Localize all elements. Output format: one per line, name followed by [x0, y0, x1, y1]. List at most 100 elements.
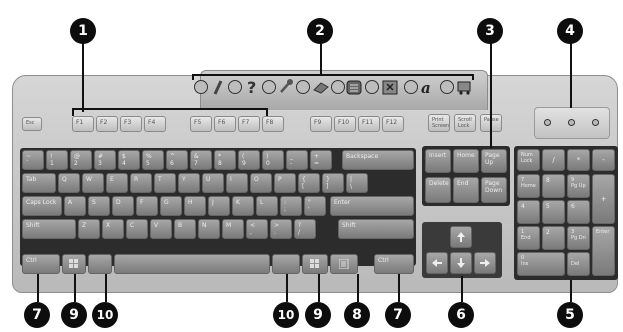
key-f6[interactable]: F6	[214, 116, 236, 132]
windows-logo-icon[interactable]	[302, 254, 328, 274]
key-f11[interactable]: F11	[358, 116, 380, 132]
alphanumeric-key[interactable]: < ,	[246, 219, 268, 239]
key-home[interactable]: Home	[453, 149, 479, 173]
quick-button[interactable]	[331, 80, 345, 94]
alphanumeric-key[interactable]: U	[202, 173, 224, 193]
alphanumeric-key[interactable]: > .	[270, 219, 292, 239]
key-f5[interactable]: F5	[190, 116, 212, 132]
key-insert[interactable]: Insert	[425, 149, 451, 173]
alphanumeric-key[interactable]: P	[274, 173, 296, 193]
arrow-left-icon[interactable]	[426, 252, 448, 274]
alphanumeric-key[interactable]: @ 2	[70, 150, 92, 170]
quick-button[interactable]	[440, 80, 454, 94]
key-f2[interactable]: F2	[96, 116, 118, 132]
alphanumeric-key[interactable]: D	[112, 196, 134, 216]
alphanumeric-key[interactable]: ? /	[294, 219, 316, 239]
key-space[interactable]	[114, 254, 270, 274]
alphanumeric-key[interactable]: M	[222, 219, 244, 239]
alphanumeric-key[interactable]: W	[82, 173, 104, 193]
key-kp-5[interactable]: 5	[542, 200, 565, 224]
key-alt-right[interactable]	[272, 254, 300, 274]
key-kp-8[interactable]: 8	[542, 174, 565, 198]
alphanumeric-key[interactable]: X	[102, 219, 124, 239]
alphanumeric-key[interactable]: " '	[304, 196, 326, 216]
alphanumeric-key[interactable]: Q	[58, 173, 80, 193]
alphanumeric-key[interactable]: J	[208, 196, 230, 216]
key-shift-right[interactable]: Shift	[338, 219, 414, 239]
alphanumeric-key[interactable]: Z	[78, 219, 100, 239]
alphanumeric-key[interactable]: $ 4	[118, 150, 140, 170]
arrow-up-icon[interactable]	[450, 226, 472, 248]
key-f7[interactable]: F7	[238, 116, 260, 132]
alphanumeric-key[interactable]: ) 0	[262, 150, 284, 170]
quick-button[interactable]	[228, 80, 242, 94]
key-backspace[interactable]: Backspace	[342, 150, 414, 170]
alphanumeric-key[interactable]: _ -	[286, 150, 308, 170]
key-esc[interactable]: Esc	[22, 117, 42, 131]
quick-button[interactable]	[404, 80, 418, 94]
key-end[interactable]: End	[453, 177, 479, 203]
key-kp-0[interactable]: 0 Ins	[517, 252, 565, 276]
alphanumeric-key[interactable]: A	[64, 196, 86, 216]
alphanumeric-key[interactable]: % 5	[142, 150, 164, 170]
key-f12[interactable]: F12	[382, 116, 404, 132]
quick-button[interactable]	[262, 80, 276, 94]
alphanumeric-key[interactable]: G	[160, 196, 182, 216]
key-f10[interactable]: F10	[334, 116, 356, 132]
alphanumeric-key[interactable]: N	[198, 219, 220, 239]
key-delete[interactable]: Delete	[425, 177, 451, 203]
key-caps-lock[interactable]: Caps Lock	[22, 196, 62, 216]
alphanumeric-key[interactable]: ^ 6	[166, 150, 188, 170]
alphanumeric-key[interactable]: + =	[310, 150, 332, 170]
key-ctrl-left[interactable]: Ctrl	[22, 254, 60, 274]
alphanumeric-key[interactable]: H	[184, 196, 206, 216]
alphanumeric-key[interactable]: B	[174, 219, 196, 239]
alphanumeric-key[interactable]: E	[106, 173, 128, 193]
key-kp-enter[interactable]: Enter	[592, 226, 615, 276]
alphanumeric-key[interactable]: # 3	[94, 150, 116, 170]
key-kp-divide[interactable]: /	[542, 149, 565, 171]
key-alt-left[interactable]	[88, 254, 112, 274]
key-kp-multiply[interactable]: *	[567, 149, 590, 171]
key-kp-9[interactable]: 9 Pg Up	[567, 174, 590, 198]
key-kp-1[interactable]: 1 End	[517, 226, 540, 250]
alphanumeric-key[interactable]: { [	[298, 173, 320, 193]
quick-button[interactable]	[365, 80, 379, 94]
alphanumeric-key[interactable]: : ;	[280, 196, 302, 216]
alphanumeric-key[interactable]: K	[232, 196, 254, 216]
key-enter[interactable]: Enter	[330, 196, 414, 216]
key-print-screen[interactable]: Print Screen	[428, 114, 450, 132]
alphanumeric-key[interactable]: O	[250, 173, 272, 193]
key-tab[interactable]: Tab	[22, 173, 56, 193]
quick-button[interactable]	[194, 80, 208, 94]
key-scroll-lock[interactable]: Scroll Lock	[454, 114, 476, 132]
windows-logo-icon[interactable]	[62, 254, 86, 274]
alphanumeric-key[interactable]: * 8	[214, 150, 236, 170]
alphanumeric-key[interactable]: R	[130, 173, 152, 193]
key-kp-minus[interactable]: -	[592, 149, 615, 171]
alphanumeric-key[interactable]: ~ `	[22, 150, 44, 170]
key-f1[interactable]: F1	[72, 116, 94, 132]
key-f8[interactable]: F8	[262, 116, 284, 132]
alphanumeric-key[interactable]: ( 9	[238, 150, 260, 170]
alphanumeric-key[interactable]: I	[226, 173, 248, 193]
alphanumeric-key[interactable]: V	[150, 219, 172, 239]
alphanumeric-key[interactable]: C	[126, 219, 148, 239]
alphanumeric-key[interactable]: & 7	[190, 150, 212, 170]
key-f3[interactable]: F3	[120, 116, 142, 132]
key-kp-6[interactable]: 6	[567, 200, 590, 224]
alphanumeric-key[interactable]: S	[88, 196, 110, 216]
arrow-down-icon[interactable]	[450, 252, 472, 274]
alphanumeric-key[interactable]: T	[154, 173, 176, 193]
alphanumeric-key[interactable]: ! 1	[46, 150, 68, 170]
key-kp-7[interactable]: 7 Home	[517, 174, 540, 198]
key-shift-left[interactable]: Shift	[22, 219, 76, 239]
arrow-right-icon[interactable]	[474, 252, 496, 274]
alphanumeric-key[interactable]: | \	[346, 173, 368, 193]
alphanumeric-key[interactable]: Y	[178, 173, 200, 193]
key-kp-4[interactable]: 4	[517, 200, 540, 224]
key-kp-decimal[interactable]: . Del	[567, 252, 590, 276]
quick-button[interactable]	[296, 80, 310, 94]
key-num-lock[interactable]: Num Lock	[517, 149, 540, 171]
key-ctrl-right[interactable]: Ctrl	[374, 254, 414, 274]
